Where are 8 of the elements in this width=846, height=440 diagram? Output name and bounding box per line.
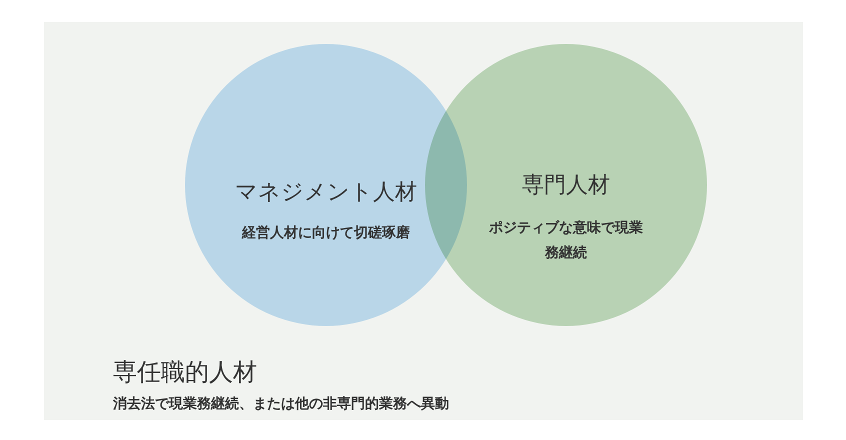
category-description: ポジティブな意味で現業務継続 xyxy=(488,219,644,262)
background-panel xyxy=(44,22,803,420)
category-heading: 専門人材 xyxy=(521,173,611,200)
venn-circle xyxy=(425,44,707,326)
category-heading: 専任職的人材 xyxy=(113,358,258,387)
category-description: 経営人材に向けて切磋琢磨 xyxy=(240,225,411,242)
category-heading: マネジメント人材 xyxy=(234,180,418,206)
category-description: 消去法で現業務継続、または他の非専門的業務へ異動 xyxy=(113,396,450,413)
